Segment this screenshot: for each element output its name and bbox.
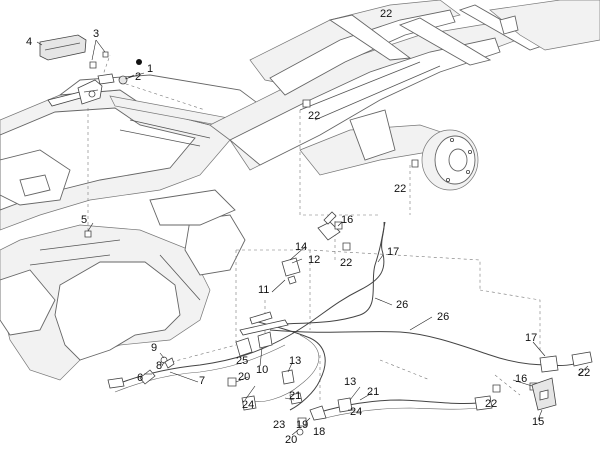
callout-14: 14: [295, 241, 308, 253]
callout-10: 10: [256, 364, 269, 376]
callout-13-b: 13: [344, 376, 357, 388]
cable-fittings: [160, 311, 353, 436]
callout-23: 23: [273, 419, 286, 431]
handbrake-lever-part: [47, 73, 115, 107]
callout-22-d: 22: [340, 257, 353, 269]
callout-18: 18: [313, 426, 326, 438]
callout-17-a: 17: [387, 246, 400, 258]
callout-24-b: 24: [350, 406, 363, 418]
callout-12: 12: [308, 254, 321, 266]
callout-16-a: 16: [341, 214, 354, 226]
callout-16-b: 16: [515, 373, 528, 385]
callout-26-b: 26: [437, 311, 450, 323]
callout-21-a: 21: [367, 386, 380, 398]
brake-cables: [107, 221, 593, 421]
callout-5: 5: [81, 214, 88, 226]
callout-6: 6: [137, 372, 144, 384]
callout-3: 3: [93, 28, 100, 40]
callout-13-a: 13: [289, 355, 302, 367]
callout-22-a: 22: [308, 110, 321, 122]
callout-7: 7: [199, 375, 206, 387]
callout-26-a: 26: [396, 299, 409, 311]
callout-22-f: 22: [485, 398, 498, 410]
callout-20-b: 20: [285, 434, 298, 446]
rear-bracket-part: [531, 377, 557, 411]
handbrake-cover-part: [39, 34, 87, 61]
callout-22-e: 22: [578, 367, 591, 379]
callout-24-a: 24: [242, 399, 255, 411]
chassis-frame: [0, 0, 600, 381]
callout-19: 19: [296, 419, 309, 431]
callout-8: 8: [156, 360, 163, 372]
lever-switch-part: [118, 59, 142, 85]
callout-4: 4: [26, 36, 33, 48]
callout-22-c: 22: [394, 183, 407, 195]
callout-17-b: 17: [525, 332, 538, 344]
callout-25: 25: [236, 355, 249, 367]
callout-11: 11: [258, 284, 270, 296]
callout-20-a: 20: [238, 371, 251, 383]
cable-guide-bracket: [281, 257, 301, 285]
callout-leaders: [36, 39, 589, 436]
callout-2: 2: [135, 71, 142, 83]
callout-1: 1: [147, 63, 154, 75]
callout-9: 9: [151, 342, 158, 354]
lever-bolts: [89, 51, 109, 69]
callout-21-b: 21: [289, 390, 302, 402]
callout-15: 15: [532, 416, 545, 428]
callout-22-b: 22: [380, 8, 393, 20]
